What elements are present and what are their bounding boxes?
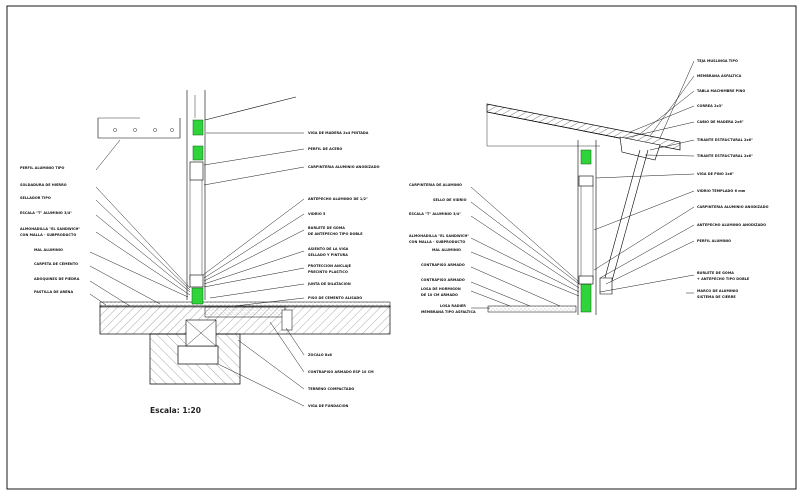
label: CARPETA DE CEMENTO [34,262,78,266]
right-section-detail: CARPINTERIA DE ALUMINIO SELLO DE VIDRIO … [409,59,769,315]
label: PASTILLA DE ARENA [34,290,73,294]
label: PISO DE CEMENTO ALISADO [308,296,362,300]
label: PERFIL ALUMINIO TIPO [20,166,65,170]
label: PROTECCION ANCLAJE [308,264,352,268]
label: SOLDADURA DE HIERRO [20,183,67,187]
floor-finish [99,301,391,308]
label: TEJA MUSLINGA TIPO [697,59,738,63]
scale-label: Escala: 1:20 [150,406,201,415]
label: TIRANTE ESTRUCTURAL 2x6" [697,138,753,142]
label: PRECINTO PLASTICO [308,270,348,274]
label: LOSA RADIER [440,304,466,308]
label: TIRANTE ESTRUCTURAL 2x6" [697,154,753,158]
label: SISTEMA DE CIERRE [697,295,736,299]
label: VIGA DE PINO 2x6" [697,172,734,176]
label: BURLETE DE GOMA [308,226,345,230]
foundation-core [177,345,219,365]
label: CARPINTERIA ALUMINIO ANODIZADO [308,165,380,169]
label: CONTRAPISO ARMADO [421,263,465,267]
left-detail-right-labels: VIGA DE MADERA 2x4 PINTADA PERFIL DE ACE… [202,131,380,408]
label: + ANTEPECHO TIPO DOBLE [697,277,750,281]
label: CONTRAPISO ARMADO [421,278,465,282]
label: MAL ALUMINIO [34,248,63,252]
label: ZOCALO 8x8 [308,353,333,357]
left-detail-left-labels: PERFIL ALUMINIO TIPO SOLDADURA DE HIERRO… [20,139,191,307]
label: TABLA MACHIMBRE PINO [697,89,745,93]
label: CONTRAPISO ARMADO ESP 10 CM [308,370,374,374]
label: SELLO DE VIDRIO [433,198,467,202]
label: BURLETE DE GOMA [697,271,734,275]
label: PERFIL ALUMINIO [697,239,731,243]
label: ANTEPECHO ALUMINIO ANODIZADO [697,223,766,227]
label: ESCALA "T" ALUMINIO 3/4" [20,211,72,215]
right-detail-left-labels: CARPINTERIA DE ALUMINIO SELLO DE VIDRIO … [409,183,580,314]
label: ADOQUINES DE PIEDRA [34,277,80,281]
label: SELLADOR TIPO [20,196,51,200]
label: CORREA 2x3" [697,104,723,108]
label: VIDRIO TEMPLADO 6 mm [697,189,746,193]
sheet-frame [6,5,797,490]
label: MARCO DE ALUMINIO [697,289,738,293]
label: MEMBRANA TIPO ASFALTICA [421,310,476,314]
label: CABIO DE MADERA 2x6" [697,120,744,124]
label: CARPINTERIA DE ALUMINIO [409,183,462,187]
label: TERRENO COMPACTADO [308,387,354,391]
label: LOSA DE HORMIGON [421,287,461,291]
right-detail-right-labels: TEJA MUSLINGA TIPO MEMBRANA ASFALTICA TA… [593,59,769,299]
label: SELLADO Y PINTURA [308,253,348,257]
label: DE 10 CM ARMADO [421,293,458,297]
label: CARPINTERIA ALUMINIO ANODIZADO [697,205,769,209]
label: ALMOHADILLA "EL SANDWICH" [20,227,80,231]
label: ALMOHADILLA "EL SANDWICH" [409,234,469,238]
label: DE ANTEPECHO TIPO DOBLE [308,232,363,236]
label: JUNTA DE DILATACION [307,282,351,286]
label: CON MALLA - SUBPRODUCTO [409,240,465,244]
label: ASIENTO DE LA VIGA [308,247,349,251]
label: VIGA DE FUNDACION [308,404,349,408]
roof [486,103,681,151]
left-section-detail: PERFIL ALUMINIO TIPO SOLDADURA DE HIERRO… [20,90,391,415]
label: VIGA DE MADERA 2x4 PINTADA [308,131,369,135]
label: ESCALA "T" ALUMINIO 3/4" [409,212,461,216]
label: ANTEPECHO ALUMINIO DE 1/2" [308,197,368,201]
label: MEMBRANA ASFALTICA [697,74,742,78]
label: MAL ALUMINIO [432,248,461,252]
label: PERFIL DE ACERO [308,147,342,151]
label: VIDRIO 5 [308,212,326,216]
label: CON MALLA - SUBPRODUCTO [20,233,76,237]
